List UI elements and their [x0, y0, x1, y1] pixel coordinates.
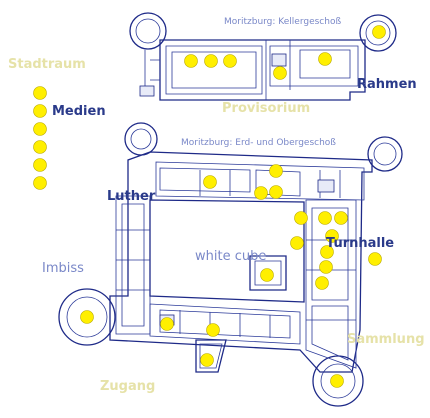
label-medien[interactable]: Medien	[52, 104, 106, 119]
map-marker[interactable]	[33, 158, 47, 172]
map-marker[interactable]	[33, 122, 47, 136]
map-marker[interactable]	[200, 353, 214, 367]
map-marker[interactable]	[254, 186, 268, 200]
label-imbiss[interactable]: Imbiss	[42, 261, 84, 276]
label-zugang[interactable]: Zugang	[100, 379, 156, 394]
map-marker[interactable]	[334, 211, 348, 225]
map-marker[interactable]	[204, 54, 218, 68]
map-marker[interactable]	[33, 104, 47, 118]
map-marker[interactable]	[269, 185, 283, 199]
map-marker[interactable]	[160, 317, 174, 331]
map-marker[interactable]	[318, 211, 332, 225]
map-marker[interactable]	[203, 175, 217, 189]
label-white-cube[interactable]: white cube	[195, 249, 267, 264]
markers-ground	[80, 164, 382, 388]
map-marker[interactable]	[80, 310, 94, 324]
map-marker[interactable]	[325, 229, 339, 243]
map-marker[interactable]	[368, 252, 382, 266]
map-marker[interactable]	[206, 323, 220, 337]
markers-medien-column	[33, 86, 47, 190]
ground-floor-caption: Moritzburg: Erd- und Obergeschoß	[181, 138, 336, 148]
map-marker[interactable]	[320, 245, 334, 259]
label-turnhalle[interactable]: Turnhalle	[326, 236, 395, 251]
map-marker[interactable]	[260, 268, 274, 282]
basement-caption: Moritzburg: Kellergeschoß	[224, 17, 342, 27]
map-marker[interactable]	[319, 260, 333, 274]
label-sammlung[interactable]: Sammlung	[347, 332, 425, 347]
map-marker[interactable]	[294, 211, 308, 225]
map-marker[interactable]	[33, 140, 47, 154]
map-marker[interactable]	[223, 54, 237, 68]
ground-plan	[58, 122, 403, 407]
map-marker[interactable]	[273, 66, 287, 80]
map-marker[interactable]	[184, 54, 198, 68]
basement-plan	[129, 12, 397, 101]
map-marker[interactable]	[290, 236, 304, 250]
map-marker[interactable]	[269, 164, 283, 178]
map-marker[interactable]	[318, 52, 332, 66]
label-rahmen[interactable]: Rahmen	[357, 77, 417, 92]
map-marker[interactable]	[330, 374, 344, 388]
label-stadtraum[interactable]: Stadtraum	[8, 57, 86, 72]
markers-basement	[184, 25, 386, 80]
label-provisorium[interactable]: Provisorium	[222, 101, 311, 116]
label-luther[interactable]: Luther	[107, 189, 156, 204]
map-marker[interactable]	[33, 86, 47, 100]
map-marker[interactable]	[372, 25, 386, 39]
map-marker[interactable]	[33, 176, 47, 190]
map-marker[interactable]	[315, 276, 329, 290]
